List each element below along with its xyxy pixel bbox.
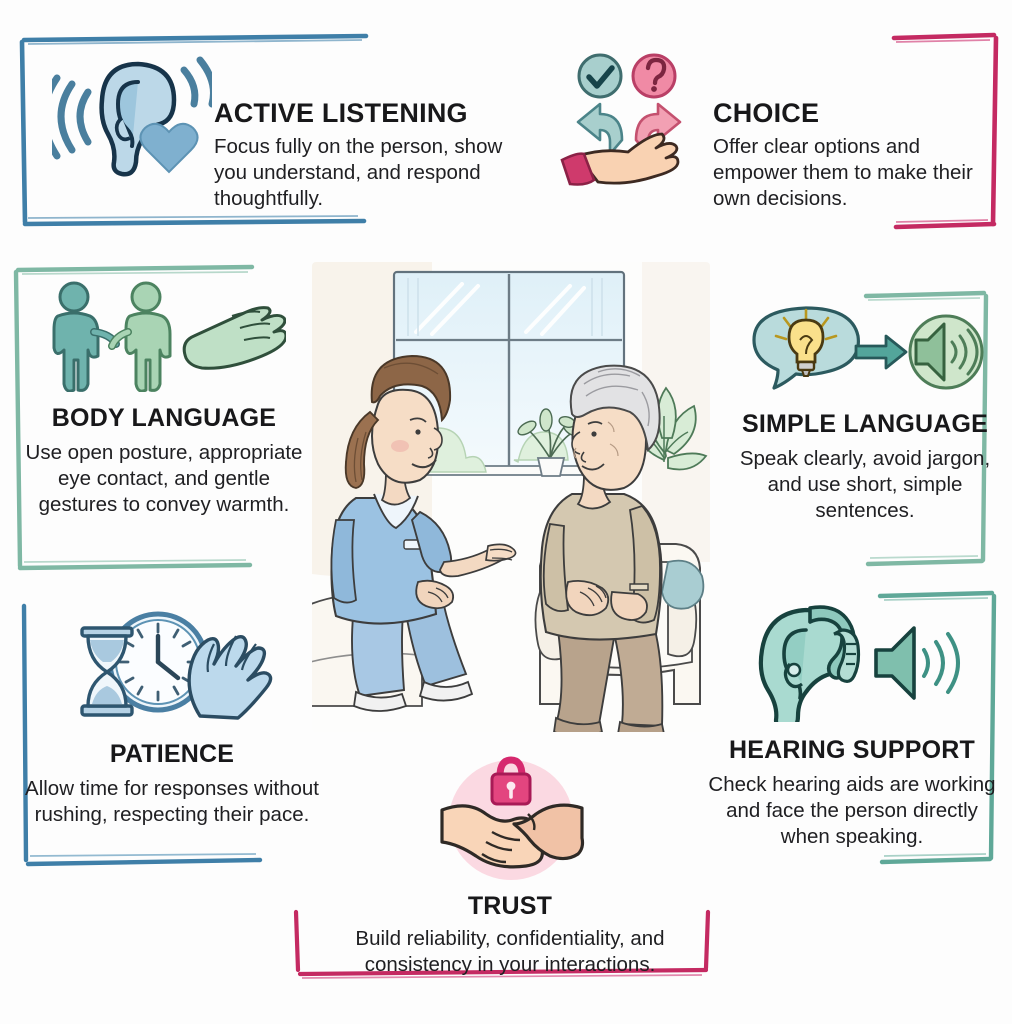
panel-title: SIMPLE LANGUAGE: [741, 410, 989, 438]
panel-description: Allow time for responses without rushing…: [25, 777, 319, 827]
hourglass-clock-and-calming-hand-icon: [52, 606, 282, 724]
panel-title: TRUST: [467, 892, 553, 920]
panel-description: Use open posture, appropriate eye contac…: [25, 441, 303, 517]
handshake-with-padlock-icon: [436, 744, 586, 886]
panel-hearing-support: HEARING SUPPORT Check hearing aids are w…: [706, 590, 998, 866]
panel-border-patience: [21, 603, 263, 867]
panel-trust: TRUST Build reliability, confidentiality…: [293, 744, 720, 982]
panel-description: Build reliability, confidentiality, and …: [355, 927, 665, 977]
panel-border-simple-language: [863, 290, 989, 567]
panel-choice: CHOICE Offer clear options and empower t…: [548, 32, 999, 230]
panel-description: Offer clear options and empower them to …: [713, 135, 973, 211]
panel-border-active-listening: [19, 33, 369, 227]
ear-with-hearing-aid-and-speaker-icon: [746, 602, 966, 722]
panel-border-choice: [891, 32, 999, 230]
panel-title: ACTIVE LISTENING: [214, 98, 468, 128]
panel-title: BODY LANGUAGE: [51, 404, 277, 432]
panel-description: Check hearing aids are working and face …: [708, 773, 996, 849]
panel-body-language: BODY LANGUAGE Use open posture, appropri…: [13, 264, 314, 571]
panel-border-trust: [293, 909, 711, 979]
two-people-and-open-palm-icon: [36, 280, 286, 392]
panel-border-hearing-support: [877, 590, 997, 865]
panel-border-body-language: [13, 264, 255, 571]
open-hand-with-two-arrows-check-and-question-icon: [556, 48, 706, 188]
nurse-talking-with-elderly-woman-illustration: [312, 262, 710, 732]
ear-with-soundwaves-and-heart-icon: [52, 54, 212, 179]
panel-patience: PATIENCE Allow time for responses withou…: [21, 600, 322, 868]
panel-title: PATIENCE: [109, 740, 235, 768]
panel-title: CHOICE: [713, 98, 820, 128]
panel-description: Focus fully on the person, show you unde…: [214, 135, 503, 211]
panel-simple-language: SIMPLE LANGUAGE Speak clearly, avoid jar…: [730, 290, 1000, 567]
panel-active-listening: ACTIVE LISTENING Focus fully on the pers…: [19, 33, 502, 227]
speech-bubble-lightbulb-arrow-speaker-icon: [748, 302, 984, 402]
panel-description: Speak clearly, avoid jargon, and use sho…: [739, 447, 991, 523]
panel-title: HEARING SUPPORT: [728, 736, 976, 764]
